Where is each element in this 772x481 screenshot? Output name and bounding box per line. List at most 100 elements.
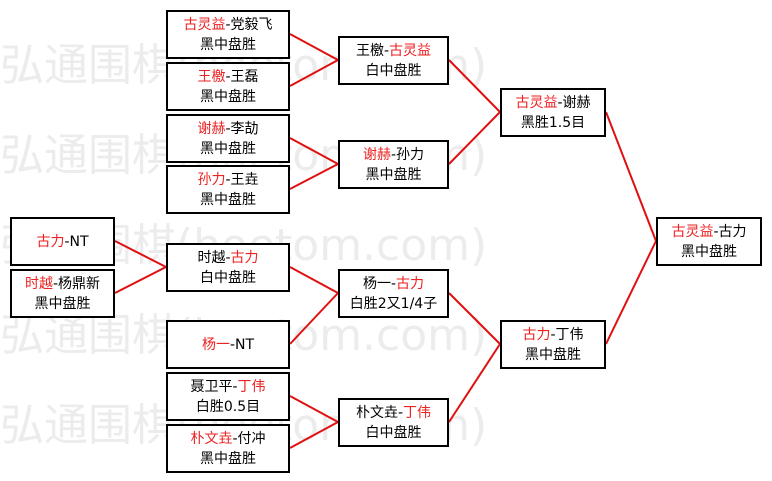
- match-result: 白中盘胜: [200, 269, 256, 286]
- bracket-connector: [289, 59, 339, 87]
- match-box: 古灵益-党毅飞黑中盘胜: [166, 10, 290, 59]
- match-players: 孙力-王垚: [197, 170, 258, 190]
- player-name: -古力: [713, 223, 747, 240]
- match-result: 黑中盘胜: [200, 140, 256, 157]
- match-players: 谢赫-孙力: [363, 145, 424, 165]
- match-box: 杨一-NT: [166, 320, 290, 369]
- match-box: 谢赫-李劼黑中盘胜: [166, 114, 290, 163]
- match-box: 朴文垚-丁伟白中盘胜: [338, 398, 449, 447]
- match-box: 王檄-王磊黑中盘胜: [166, 62, 290, 111]
- winner-name: 谢赫: [362, 146, 391, 163]
- player-name: -王磊: [225, 68, 259, 85]
- match-result: 白中盘胜: [365, 62, 422, 79]
- bracket-connector: [289, 292, 339, 345]
- match-result: 黑中盘胜: [200, 36, 256, 53]
- player-name: -丁伟: [550, 326, 584, 343]
- match-result: 黑中盘胜: [200, 88, 256, 105]
- bracket-connector: [114, 266, 167, 294]
- match-result: 白胜2又1/4子: [349, 295, 438, 312]
- match-players: 古灵益-古力: [671, 222, 746, 242]
- match-players: 杨一-古力: [363, 274, 424, 294]
- bracket-connector: [448, 343, 501, 423]
- bracket-connector: [289, 137, 339, 165]
- bracket-connector: [289, 33, 339, 61]
- bracket-connector: [114, 240, 167, 268]
- player-name: -付冲: [232, 430, 266, 447]
- match-players: 古灵益-谢赫: [515, 93, 590, 113]
- match-box: 孙力-王垚黑中盘胜: [166, 165, 290, 214]
- bracket-connector: [289, 163, 339, 190]
- match-result: 黑中盘胜: [200, 191, 256, 208]
- bracket-connector: [448, 111, 501, 165]
- match-players: 朴文垚-付冲: [190, 429, 265, 449]
- winner-name: 古灵益: [671, 223, 714, 240]
- player-name: -王垚: [225, 171, 259, 188]
- match-players: 时越-古力: [197, 248, 258, 268]
- winner-name: 朴文垚: [190, 430, 233, 447]
- player-name: -孙力: [390, 146, 425, 163]
- winner-name: 古力: [230, 249, 259, 266]
- match-box: 谢赫-孙力黑中盘胜: [338, 140, 449, 189]
- final-match-box: 古灵益-古力黑中盘胜: [656, 217, 762, 266]
- player-name: 朴文垚-: [355, 404, 404, 421]
- bracket-connector: [289, 266, 339, 294]
- player-name: -李劼: [225, 120, 259, 137]
- winner-name: 王檄: [197, 68, 226, 85]
- match-box: 王檄-古灵益白中盘胜: [338, 36, 449, 85]
- winner-name: 丁伟: [403, 404, 432, 421]
- match-result: 黑胜1.5目: [520, 114, 586, 131]
- bracket-connector: [448, 59, 501, 113]
- winner-name: 孙力: [197, 171, 226, 188]
- match-result: 黑中盘胜: [681, 243, 737, 260]
- player-name: 时越-: [197, 249, 231, 266]
- match-box: 古力-丁伟黑中盘胜: [500, 320, 606, 369]
- match-players: 杨一-NT: [202, 335, 254, 355]
- player-name: -杨鼎新: [52, 275, 101, 292]
- winner-name: 时越: [24, 275, 53, 292]
- winner-name: 丁伟: [237, 378, 266, 395]
- bracket-connector: [605, 111, 657, 242]
- match-result: 黑中盘胜: [525, 346, 581, 363]
- match-players: 聂卫平-丁伟: [190, 377, 265, 397]
- player-name: -NT: [64, 233, 89, 250]
- match-box: 古灵益-谢赫黑胜1.5目: [500, 88, 606, 137]
- winner-name: 古力: [396, 275, 425, 292]
- player-name: 杨一-: [362, 275, 397, 292]
- winner-name: 古力: [522, 326, 551, 343]
- match-players: 古力-NT: [36, 232, 88, 252]
- match-result: 黑中盘胜: [365, 166, 422, 183]
- match-box: 杨一-古力白胜2又1/4子: [338, 269, 449, 318]
- match-players: 王檄-王磊: [197, 67, 258, 87]
- player-name: -党毅飞: [225, 16, 273, 33]
- match-players: 时越-杨鼎新: [25, 274, 100, 294]
- player-name: 聂卫平-: [190, 378, 238, 395]
- bracket-connector: [605, 240, 657, 345]
- match-box: 古力-NT: [10, 217, 115, 266]
- match-box: 朴文垚-付冲黑中盘胜: [166, 424, 290, 473]
- player-name: 王檄-: [355, 42, 390, 59]
- winner-name: 古灵益: [515, 94, 558, 111]
- match-players: 古力-丁伟: [522, 325, 583, 345]
- winner-name: 杨一: [201, 336, 230, 353]
- winner-name: 谢赫: [197, 120, 226, 137]
- match-result: 黑中盘胜: [34, 295, 91, 312]
- winner-name: 古灵益: [389, 42, 432, 59]
- bracket-connector: [289, 395, 339, 423]
- match-box: 聂卫平-丁伟白胜0.5目: [166, 372, 290, 421]
- match-players: 王檄-古灵益: [356, 41, 431, 61]
- match-box: 时越-杨鼎新黑中盘胜: [10, 269, 115, 318]
- player-name: -谢赫: [557, 94, 591, 111]
- match-players: 古灵益-党毅飞: [183, 15, 272, 35]
- match-result: 白中盘胜: [365, 424, 422, 441]
- winner-name: 古灵益: [183, 16, 226, 33]
- match-result: 黑中盘胜: [200, 450, 256, 467]
- player-name: -NT: [229, 336, 255, 353]
- match-result: 白胜0.5目: [195, 398, 261, 415]
- bracket-connector: [448, 292, 501, 345]
- match-players: 朴文垚-丁伟: [356, 403, 431, 423]
- match-players: 谢赫-李劼: [197, 119, 258, 139]
- match-box: 时越-古力白中盘胜: [166, 243, 290, 292]
- bracket-connector: [289, 421, 339, 449]
- winner-name: 古力: [36, 233, 65, 250]
